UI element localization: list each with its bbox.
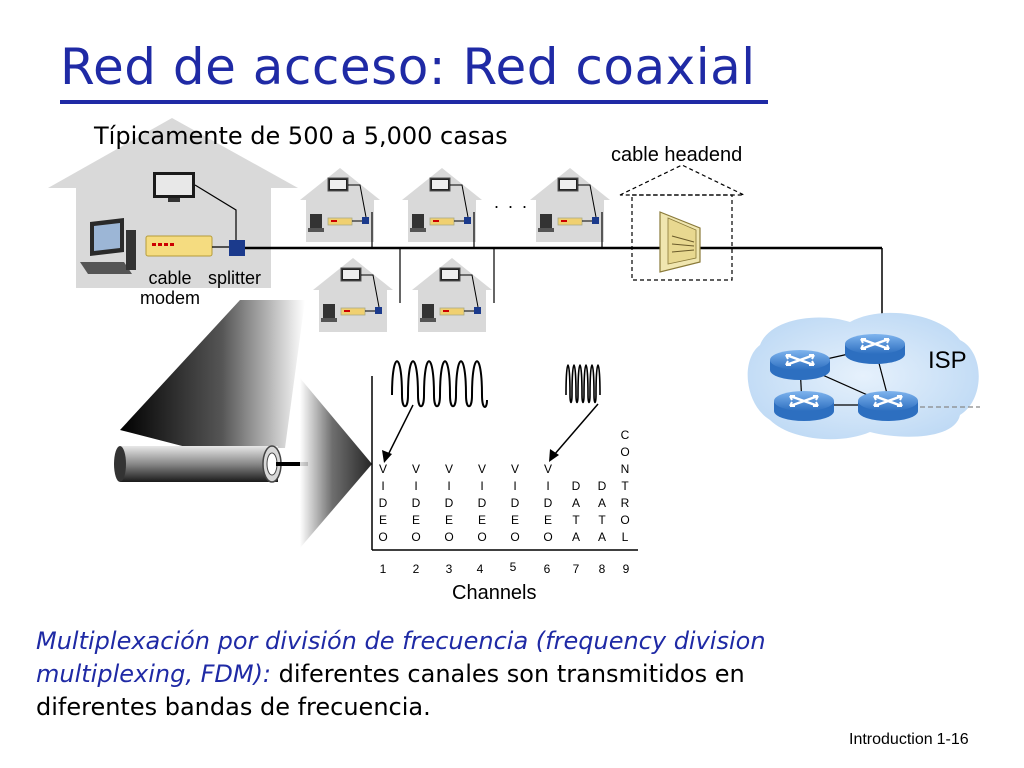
footer-page-number: 1-16 xyxy=(936,731,969,748)
cable-headend-label: cable headend xyxy=(611,144,743,166)
more-homes-ellipsis: . . . xyxy=(494,192,530,212)
home-icon xyxy=(401,167,483,243)
router-icon xyxy=(856,389,920,423)
channel-number-7: 7 xyxy=(572,562,580,576)
data-waveform xyxy=(565,364,601,404)
tv-icon xyxy=(153,172,195,202)
headend-equipment-icon xyxy=(659,211,701,273)
router-icon xyxy=(772,389,836,423)
home-icon xyxy=(312,257,394,333)
home-icon xyxy=(299,167,381,243)
router-icon xyxy=(843,332,907,366)
channel-number-1: 1 xyxy=(379,562,387,576)
router-icon xyxy=(768,348,832,382)
slide-title: Red de acceso: Red coaxial xyxy=(60,38,756,96)
spectrum-beam xyxy=(300,378,372,548)
computer-icon xyxy=(80,218,136,274)
zoom-beam xyxy=(120,300,305,448)
channel-number-9: 9 xyxy=(622,562,630,576)
isp-label: ISP xyxy=(928,347,967,374)
cable-headend-outline xyxy=(619,164,745,281)
video-waveform xyxy=(391,360,488,408)
fdm-caption-rest: diferentes canales son transmitidos en d… xyxy=(36,660,745,721)
slide-subtitle: Típicamente de 500 a 5,000 casas xyxy=(94,122,508,150)
fdm-caption-emphasis: Multiplexación por división de frecuenci… xyxy=(36,627,766,688)
channel-number-4: 4 xyxy=(476,562,484,576)
arrow-line xyxy=(553,403,599,456)
channels-axis-title: Channels xyxy=(452,582,537,604)
home-icon xyxy=(411,257,493,333)
channel-number-6: 6 xyxy=(543,562,551,576)
fdm-caption: Multiplexación por división de frecuenci… xyxy=(36,625,796,724)
arrow-line xyxy=(387,404,414,456)
home-icon xyxy=(529,167,611,243)
footer-section: Introduction xyxy=(849,731,933,748)
channel-number-3: 3 xyxy=(445,562,453,576)
coax-cable-cross-section xyxy=(114,445,308,483)
channel-number-2: 2 xyxy=(412,562,420,576)
splitter-icon xyxy=(229,240,245,256)
title-underline xyxy=(60,100,768,104)
splitter-label: splitter xyxy=(208,268,262,288)
cable-modem-label: cable modem xyxy=(139,268,201,308)
cable-modem-icon xyxy=(145,235,213,257)
channel-number-5: 5 xyxy=(509,560,517,574)
channel-number-8: 8 xyxy=(598,562,606,576)
